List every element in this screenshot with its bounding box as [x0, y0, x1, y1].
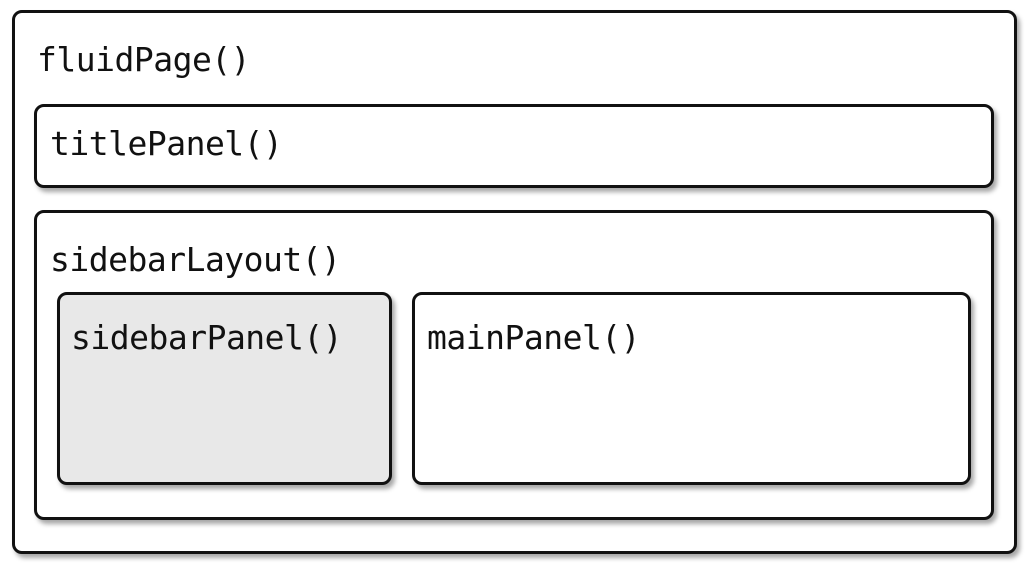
sidebar-layout-label: sidebarLayout() — [50, 240, 341, 279]
fluid-page-label: fluidPage() — [37, 40, 251, 79]
title-panel-label: titlePanel() — [50, 124, 283, 163]
title-panel-box: titlePanel() — [34, 104, 994, 188]
sidebar-panel-box: sidebarPanel() — [57, 292, 392, 485]
main-panel-box: mainPanel() — [412, 292, 971, 485]
sidebar-panel-label: sidebarPanel() — [71, 318, 343, 357]
main-panel-label: mainPanel() — [427, 318, 641, 357]
